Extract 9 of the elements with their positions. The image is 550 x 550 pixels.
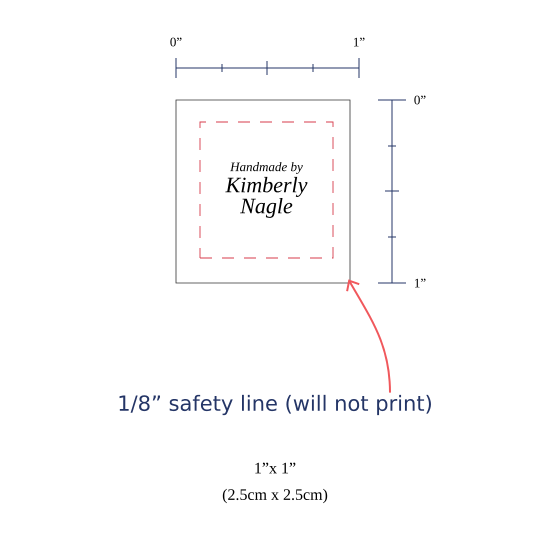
caption-text: 1/8” safety line (will not print) (120, 394, 431, 416)
ruler-label: 0” (414, 96, 426, 104)
size-text: 1”x 1” (255, 462, 296, 474)
curved-arrow (346, 279, 391, 393)
label-square (176, 100, 350, 284)
ruler-label: 1” (415, 278, 426, 288)
ruler-label: 1” (354, 38, 364, 46)
size-text: (2.5cm x 2.5cm) (222, 488, 328, 504)
ruler-label: 0” (170, 38, 182, 46)
